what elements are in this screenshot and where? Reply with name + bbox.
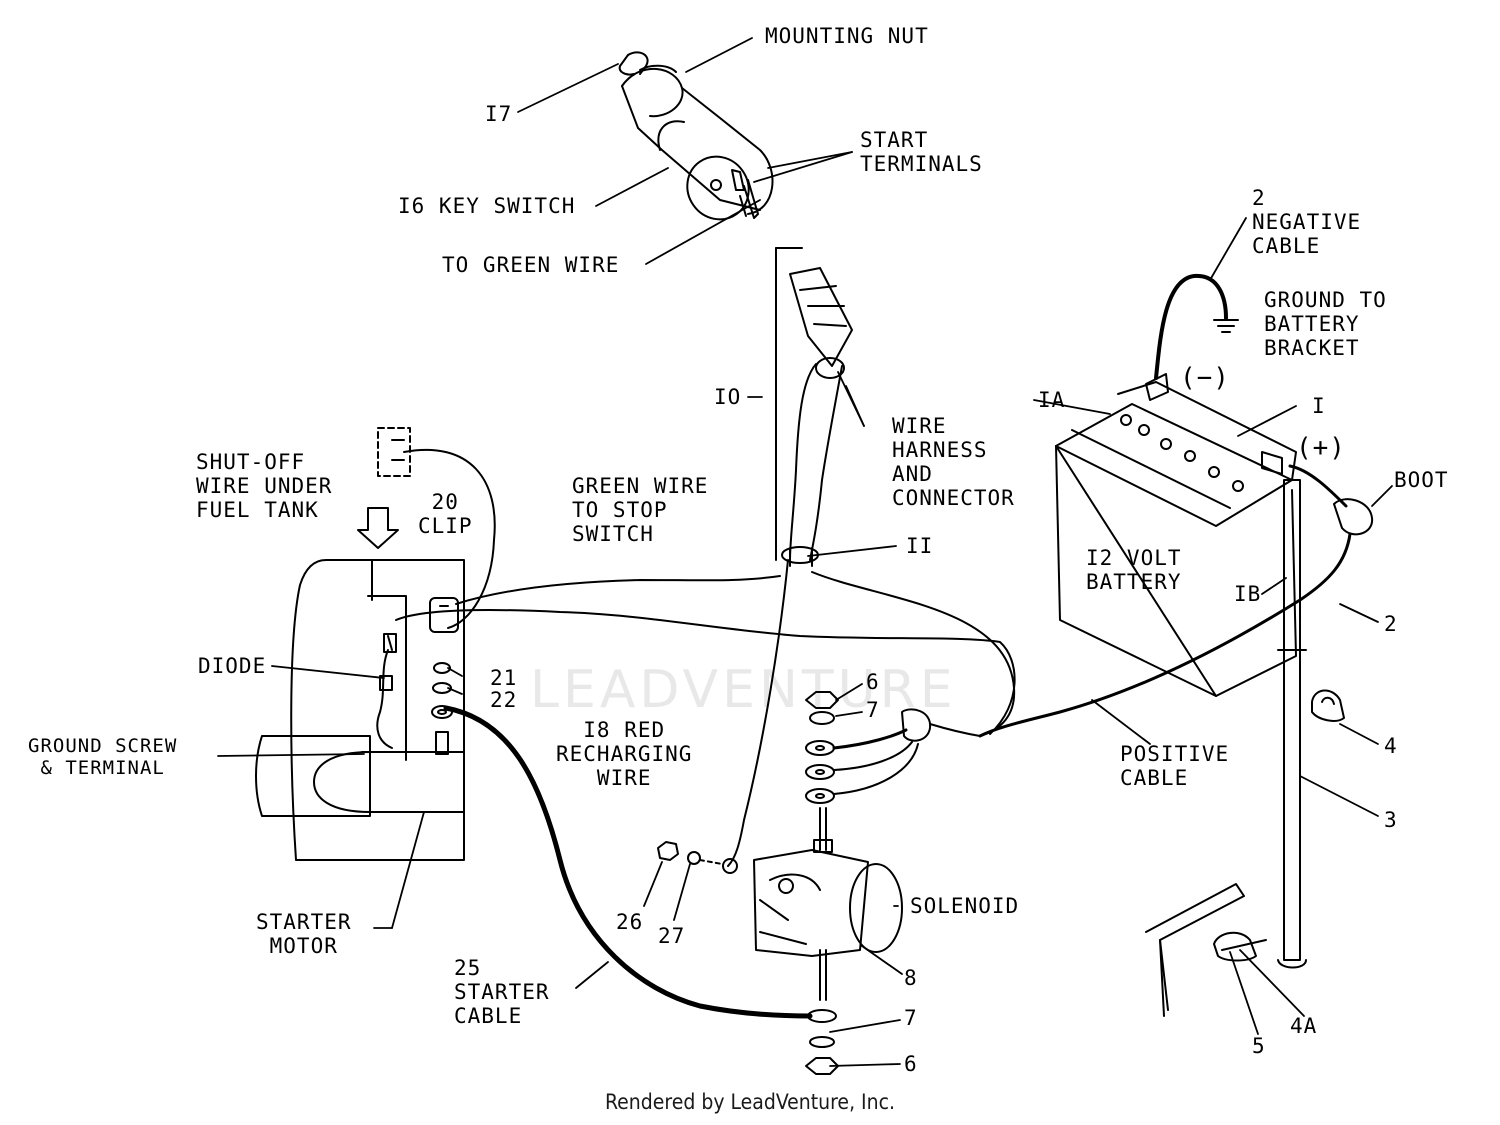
wires: [396, 560, 1015, 1016]
label-shut-off-wire: SHUT-OFF WIRE UNDER FUEL TANK: [196, 450, 333, 523]
label-wire-harness: WIRE HARNESS AND CONNECTOR: [892, 414, 1015, 511]
label-part-1: I: [1312, 394, 1326, 418]
solenoid-bottom-stack: [806, 1010, 838, 1074]
label-part-11: II: [906, 534, 934, 558]
solenoid-top-stack: [806, 692, 838, 850]
label-green-wire-stop: GREEN WIRE TO STOP SWITCH: [572, 474, 709, 547]
label-part-21: 21: [490, 666, 518, 690]
label-to-green-wire: TO GREEN WIRE: [442, 253, 620, 277]
label-part-1a: IA: [1038, 388, 1066, 412]
label-ground-screw: GROUND SCREW & TERMINAL: [28, 735, 178, 779]
label-part-4: 4: [1384, 734, 1398, 758]
bracket-4a-drawing: [1146, 884, 1266, 1016]
label-negative-cable: 2 NEGATIVE CABLE: [1252, 186, 1362, 259]
positive-cable: [980, 466, 1372, 736]
label-starter-cable: 25 STARTER CABLE: [454, 956, 550, 1029]
label-part-17: I7: [485, 102, 513, 126]
washers-21-22: [432, 663, 452, 754]
label-red-recharging: I8 RED RECHARGING WIRE: [556, 718, 693, 791]
label-mounting-nut: MOUNTING NUT: [765, 24, 929, 48]
label-part-7-bottom: 7: [904, 1006, 918, 1030]
label-part-10: IO: [714, 385, 742, 409]
label-clip-20: 20 CLIP: [418, 490, 473, 539]
label-boot: BOOT: [1394, 468, 1449, 492]
label-part-6-bottom: 6: [904, 1052, 918, 1076]
label-part-26: 26: [616, 910, 644, 934]
battery-drawing: [1056, 374, 1306, 968]
label-ground-to-battery-bracket: GROUND TO BATTERY BRACKET: [1264, 288, 1387, 361]
clip-20-drawing: [430, 598, 458, 632]
label-diode: DIODE: [198, 654, 267, 678]
negative-cable: [1156, 218, 1246, 378]
label-key-switch: I6 KEY SWITCH: [398, 194, 576, 218]
cable-lugs: [834, 709, 980, 794]
clip-4-drawing: [1312, 690, 1344, 720]
watermark: LEADVENTURE: [530, 660, 957, 720]
label-plus: (+): [1296, 433, 1346, 463]
label-solenoid: SOLENOID: [910, 894, 1020, 918]
nuts-26-27: [658, 842, 737, 873]
label-battery: I2 VOLT BATTERY: [1086, 546, 1182, 595]
key-switch-drawing: [620, 52, 773, 231]
shut-off-drawing: [358, 428, 495, 628]
label-part-4a: 4A: [1290, 1014, 1318, 1038]
footer-credit: Rendered by LeadVenture, Inc.: [605, 1090, 895, 1114]
solenoid-drawing: [754, 840, 902, 1000]
label-part-7-top: 7: [866, 698, 880, 722]
label-minus: (−): [1180, 363, 1230, 393]
label-part-6-top: 6: [866, 670, 880, 694]
label-part-3: 3: [1384, 808, 1398, 832]
engine-drawing: [256, 560, 464, 860]
label-positive-cable: POSITIVE CABLE: [1120, 742, 1230, 791]
label-starter-motor: STARTER MOTOR: [256, 910, 352, 959]
label-part-1b: IB: [1234, 582, 1262, 606]
harness-drawing: [776, 248, 852, 566]
label-start-terminals: START TERMINALS: [860, 128, 983, 177]
label-part-22: 22: [490, 688, 518, 712]
label-part-8: 8: [904, 966, 918, 990]
label-part-5: 5: [1252, 1034, 1266, 1058]
label-part-27: 27: [658, 924, 686, 948]
label-part-2: 2: [1384, 612, 1398, 636]
